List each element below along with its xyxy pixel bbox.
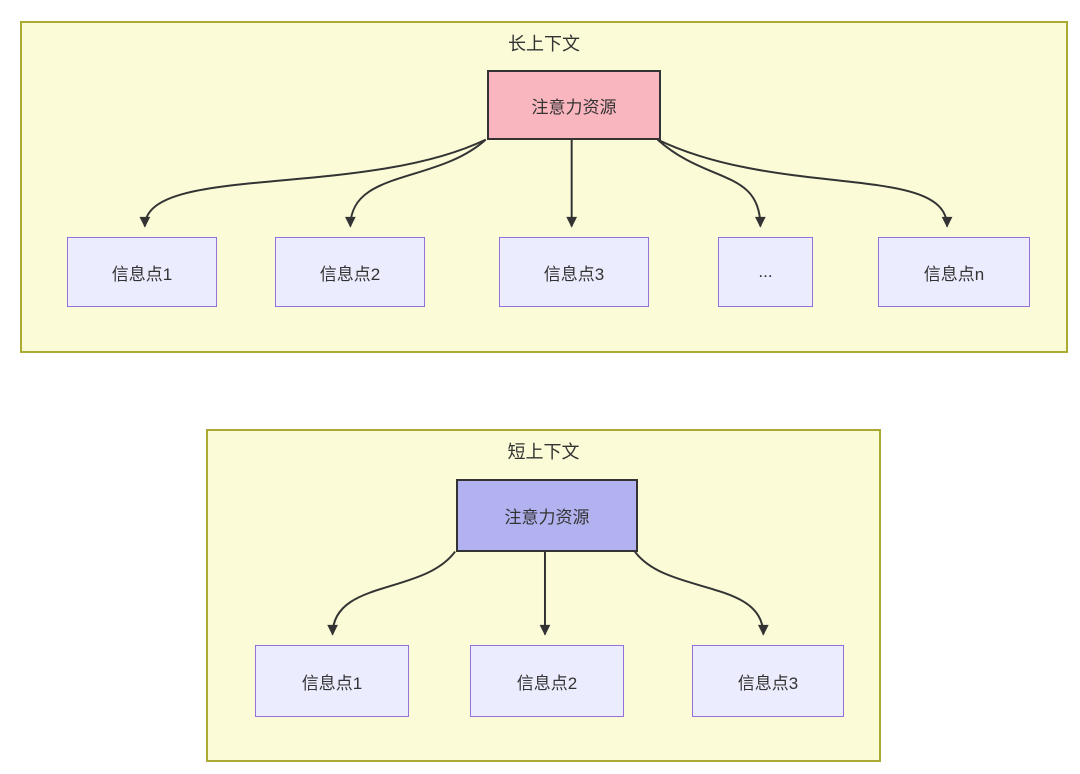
info-point-node-1: 信息点1 — [67, 237, 217, 307]
info-point-label: 信息点n — [923, 264, 985, 284]
info-point-label: 信息点1 — [111, 264, 173, 284]
info-point-node-2: 信息点2 — [275, 237, 425, 307]
panel-title: 短上下文 — [507, 442, 580, 462]
arrow-to-info-1 — [139, 138, 487, 228]
panel-long-context: 长上下文 注意力资源 信息点1 信息点2 信息点3 ... 信息点n — [20, 21, 1068, 353]
info-point-label: ... — [758, 262, 773, 281]
info-point-node-3: 信息点3 — [499, 237, 649, 307]
attention-resource-node: 注意力资源 — [456, 479, 638, 552]
info-point-node-2: 信息点2 — [470, 645, 624, 717]
arrow-to-info-ellipsis — [656, 138, 766, 228]
info-point-node-3: 信息点3 — [692, 645, 844, 717]
info-point-label: 信息点1 — [301, 673, 363, 693]
arrow-to-info-3 — [634, 550, 769, 636]
arrow-to-info-2 — [345, 138, 487, 228]
info-point-label: 信息点2 — [319, 264, 381, 284]
info-point-label: 信息点3 — [543, 264, 605, 284]
attention-resource-label: 注意力资源 — [504, 508, 590, 527]
info-point-node-ellipsis: ... — [718, 237, 813, 307]
info-point-label: 信息点2 — [516, 673, 578, 693]
info-point-node-n: 信息点n — [878, 237, 1030, 307]
panel-short-context: 短上下文 注意力资源 信息点1 信息点2 信息点3 — [206, 429, 881, 762]
panel-title: 长上下文 — [508, 34, 580, 54]
attention-resource-node: 注意力资源 — [487, 70, 661, 140]
info-point-label: 信息点3 — [737, 673, 799, 693]
info-point-node-1: 信息点1 — [255, 645, 409, 717]
arrow-to-info-1 — [327, 550, 456, 636]
arrow-to-info-n — [657, 138, 953, 228]
attention-resource-label: 注意力资源 — [531, 97, 617, 117]
